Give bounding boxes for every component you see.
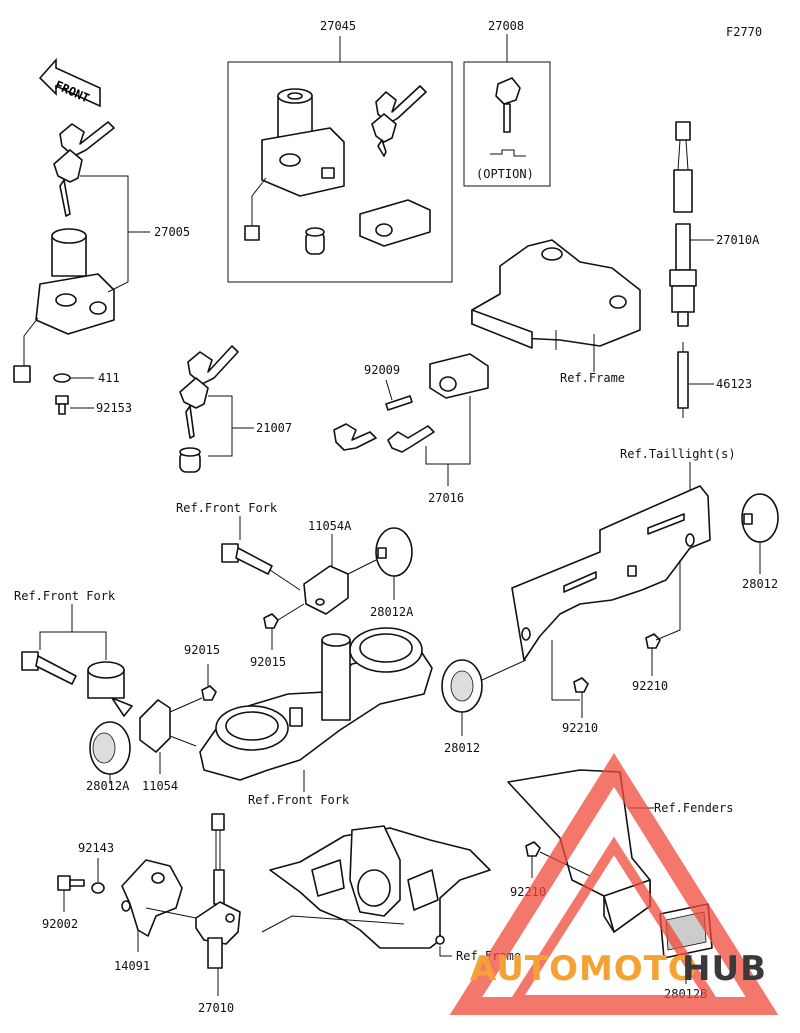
label-92002: 92002: [42, 917, 78, 931]
bracket-11054A-drawing: [303, 565, 349, 615]
label-27045: 27045: [320, 19, 356, 33]
reflector-28012-right-drawing: [741, 493, 779, 543]
nut-92210-center-drawing: [573, 677, 589, 693]
label-92015-2: 92015: [184, 643, 220, 657]
label-92009: 92009: [364, 363, 400, 377]
label-27016: 27016: [428, 491, 464, 505]
bolt-front-fork-upper-drawing: [221, 543, 273, 575]
label-46123: 46123: [716, 377, 752, 391]
watermark-logo: [449, 753, 779, 1015]
washer-92143-drawing: [91, 882, 105, 894]
label-28012A-1: 28012A: [370, 605, 414, 619]
label-11054: 11054: [142, 779, 178, 793]
screw-92153-drawing: [55, 395, 69, 415]
nut-92210-lower-drawing: [525, 841, 541, 857]
label-28012-1: 28012: [742, 577, 778, 591]
label-21007: 21007: [256, 421, 292, 435]
bolt-front-fork-lower-drawing: [21, 651, 77, 685]
bracket-14091-drawing: [121, 859, 183, 937]
ignition-switch-set-drawing: [244, 85, 431, 255]
front-arrow-icon: FRONT: [38, 57, 101, 108]
bolt-92002-drawing: [57, 875, 85, 891]
figure-code: F2770: [726, 25, 762, 39]
label-92210-2: 92210: [562, 721, 598, 735]
label-92143: 92143: [78, 841, 114, 855]
label-ref-fenders: Ref.Fenders: [654, 801, 733, 815]
watermark-text-automoto: AUTOMOTO: [470, 949, 698, 989]
nut-92015-lower-drawing: [201, 685, 217, 701]
label-27008: 27008: [488, 19, 524, 33]
switch-27010-drawing: [195, 813, 241, 969]
label-11054A: 11054A: [308, 519, 352, 533]
label-ref-front-fork-2: Ref.Front Fork: [14, 589, 116, 603]
label-ref-frame-1: Ref.Frame: [560, 371, 625, 385]
label-ref-front-fork-3: Ref.Front Fork: [248, 793, 350, 807]
frame-lower-drawing: [269, 825, 491, 949]
option-label: (OPTION): [476, 167, 534, 181]
bracket-11054-drawing: [139, 699, 171, 753]
switch-27010A-drawing: [669, 121, 697, 327]
watermark-text-hub: HUB: [682, 949, 767, 989]
label-92153: 92153: [96, 401, 132, 415]
nut-92210-right-drawing: [645, 633, 661, 649]
reflector-28012A-lower-drawing: [89, 721, 131, 775]
blank-key-drawing: [490, 77, 526, 157]
nut-92015-upper-drawing: [263, 613, 279, 629]
label-27010: 27010: [198, 1001, 234, 1015]
label-14091: 14091: [114, 959, 150, 973]
frame-seat-lock-drawing: [333, 239, 641, 453]
washer-411-drawing: [53, 373, 71, 383]
label-27005: 27005: [154, 225, 190, 239]
label-92015-1: 92015: [250, 655, 286, 669]
label-ref-front-fork-1: Ref.Front Fork: [176, 501, 278, 515]
label-ref-taillights: Ref.Taillight(s): [620, 447, 736, 461]
reflector-28012A-upper-drawing: [375, 527, 413, 577]
label-28012A-2: 28012A: [86, 779, 130, 793]
label-92210-1: 92210: [632, 679, 668, 693]
label-411: 411: [98, 371, 120, 385]
label-27010A: 27010A: [716, 233, 760, 247]
ignition-switch-27005-drawing: [13, 121, 115, 383]
label-28012-2: 28012: [444, 741, 480, 755]
triple-clamp-drawing: [199, 627, 433, 781]
fork-collar-drawing: [87, 661, 133, 717]
spring-46123-drawing: [677, 342, 689, 418]
reflector-28012-left-drawing: [441, 659, 483, 713]
taillight-bracket-drawing: [511, 485, 711, 661]
key-set-21007-drawing: [179, 345, 239, 473]
